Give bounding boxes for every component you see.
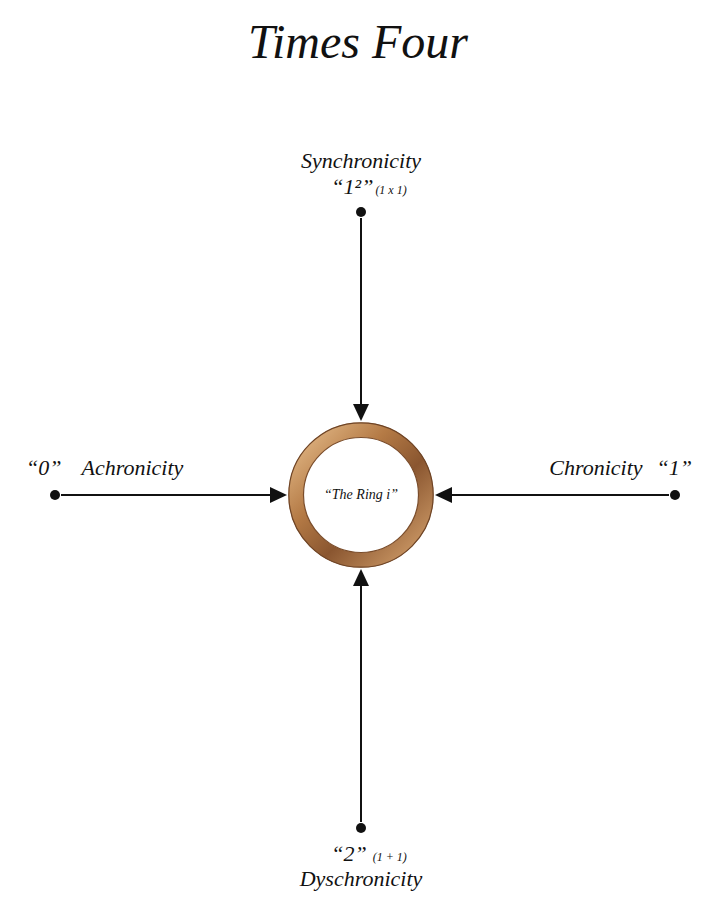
endpoint-dot: [50, 490, 60, 500]
label-row: “2” (1 + 1): [331, 841, 407, 866]
node-label: “2”: [331, 841, 366, 866]
formula-note: (1 + 1): [373, 851, 407, 865]
node-label: Synchronicity: [301, 148, 421, 173]
arrow-connector: [61, 487, 287, 503]
label-row: “1²”(1 x 1): [331, 174, 406, 199]
label-row: “0” Achronicity: [26, 455, 183, 480]
endpoint-dot: [356, 823, 366, 833]
arrow-connector: [353, 218, 369, 421]
endpoint-node: “2” (1 + 1)Dyschronicity: [300, 823, 423, 892]
label-row: Chronicity “1”: [549, 455, 692, 480]
connector-line: [360, 218, 362, 404]
ring-node: “The Ring i”: [288, 422, 434, 568]
arrow-head: [353, 569, 369, 586]
ring-outer-edge: [289, 423, 433, 567]
label-row: Synchronicity: [301, 148, 421, 173]
arrow-connector: [353, 569, 369, 822]
endpoint-node: Chronicity “1”: [549, 455, 692, 500]
formula-note: (1 x 1): [375, 184, 406, 198]
endpoint-dot: [670, 490, 680, 500]
node-label: “0”: [26, 455, 61, 480]
diagram-title: Times Four: [0, 14, 716, 69]
arrow-head: [270, 487, 287, 503]
endpoint-node: Synchronicity“1²”(1 x 1): [301, 148, 421, 217]
ring-inner-edge: [304, 438, 419, 553]
ring-band: [296, 430, 426, 560]
node-label: “1”: [657, 455, 692, 480]
arrow-connector: [435, 487, 669, 503]
connector-line: [452, 494, 669, 496]
arrow-head: [353, 404, 369, 421]
ring-label: “The Ring i”: [324, 487, 398, 502]
arrow-head: [435, 487, 452, 503]
label-row: Dyschronicity: [300, 866, 423, 891]
endpoint-node: “0” Achronicity: [26, 455, 183, 500]
node-label: Achronicity: [81, 455, 183, 480]
node-label: Dyschronicity: [300, 866, 423, 891]
node-label: “1²”: [331, 174, 373, 199]
endpoint-dot: [356, 207, 366, 217]
connector-line: [360, 586, 362, 822]
connector-line: [61, 494, 270, 496]
node-label: Chronicity: [549, 455, 642, 480]
